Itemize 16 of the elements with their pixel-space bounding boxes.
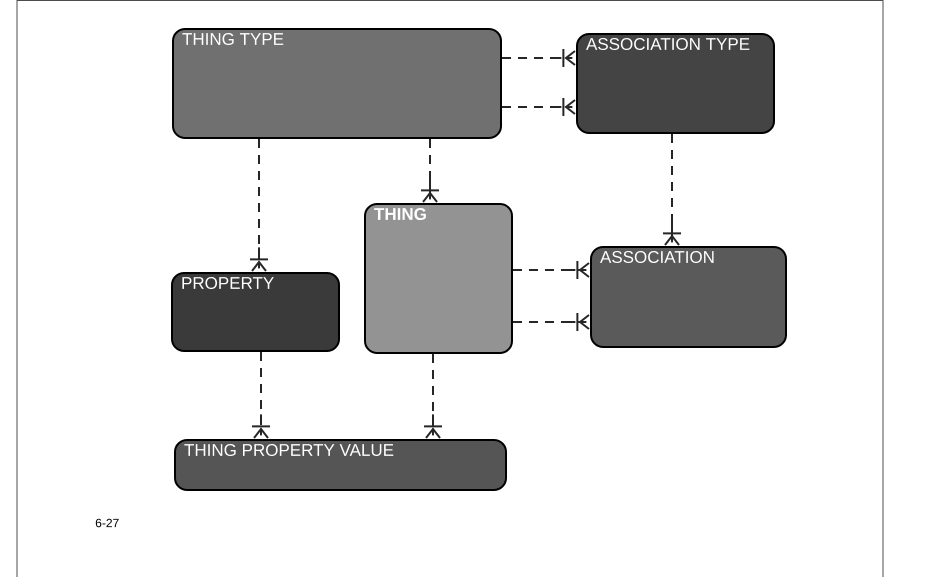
relationship-line <box>502 98 576 116</box>
relationship-line <box>513 313 590 331</box>
entity-box: THING TYPE <box>172 28 502 139</box>
entity-box: ASSOCIATION TYPE <box>576 33 775 134</box>
entity-box: ASSOCIATION <box>590 246 787 348</box>
figure-number: 6-27 <box>96 518 119 528</box>
relationship-line <box>663 134 681 246</box>
relationship-line <box>421 139 439 203</box>
relationship-line <box>250 139 268 272</box>
entity-box: PROPERTY <box>171 272 340 352</box>
relationship-line <box>502 49 576 67</box>
entity-box: THING <box>364 203 513 354</box>
relationship-line <box>252 352 270 439</box>
entity-box: THING PROPERTY VALUE <box>174 439 507 491</box>
relationship-line <box>513 261 590 279</box>
relationship-line <box>424 354 442 439</box>
